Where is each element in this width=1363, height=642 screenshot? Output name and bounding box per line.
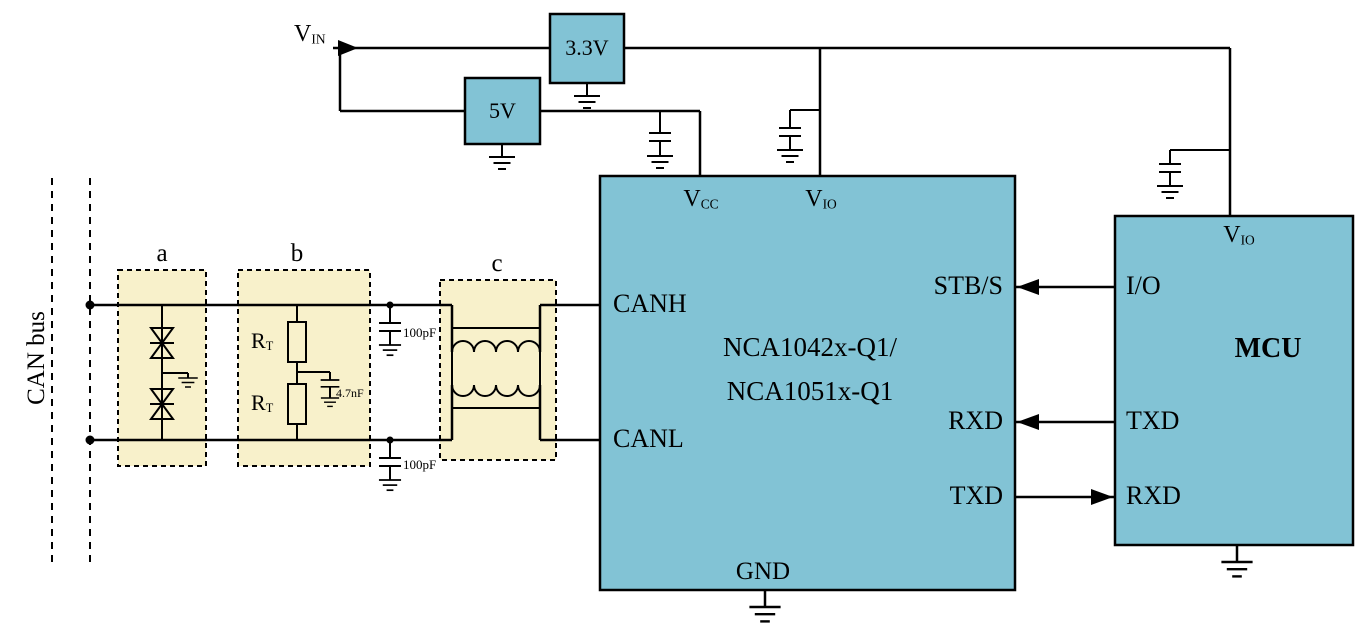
transceiver-pin-canh: CANH xyxy=(613,289,687,318)
rt2-sub: T xyxy=(265,401,274,416)
vin-label: VIN xyxy=(294,21,326,48)
transceiver-pin-vcc: VCC xyxy=(683,186,718,213)
block-b-label: b xyxy=(290,240,304,267)
resistor-rt1-label: RT xyxy=(251,328,274,354)
mcu-pin-vio: VIO xyxy=(1223,222,1255,249)
regulator-3v3-box xyxy=(548,12,626,85)
transceiver-pin-vio: VIO xyxy=(805,186,837,213)
mcu-pin-txd: TXD xyxy=(1126,406,1180,435)
mcu-ground xyxy=(1220,545,1254,578)
ground-symbol xyxy=(378,479,402,492)
ground-symbol xyxy=(378,344,402,357)
transceiver-pin-canl: CANL xyxy=(613,424,684,453)
vcc-decoupling-capacitor xyxy=(646,111,674,169)
ground-symbol xyxy=(573,95,601,109)
ic-vio-sub: IO xyxy=(822,196,837,212)
transceiver-box xyxy=(598,174,1017,592)
ground-symbol xyxy=(776,149,804,163)
mcu-decoupling-capacitor xyxy=(1156,149,1230,199)
choke-winding-bottom xyxy=(451,384,541,397)
rt1-main: R xyxy=(251,328,266,353)
ground-symbol xyxy=(646,155,674,169)
transceiver-pin-gnd: GND xyxy=(735,558,791,585)
arrow-left xyxy=(1017,414,1039,430)
ground-symbol xyxy=(1220,560,1254,578)
can-bus-label: CAN bus xyxy=(23,311,50,405)
block-c-box xyxy=(439,279,557,461)
block-a-label: a xyxy=(156,240,168,267)
power-rail-wires xyxy=(333,40,1232,216)
tvs-diode-bottom xyxy=(149,388,175,420)
regulator-3v3-ground xyxy=(573,83,601,109)
vin-main: V xyxy=(294,21,312,47)
mcu-box xyxy=(1113,214,1355,547)
ground-symbol xyxy=(488,156,516,170)
vin-arrow xyxy=(338,40,358,56)
transceiver-pin-txd: TXD xyxy=(949,481,1003,510)
canh-cap-value: 100pF xyxy=(403,325,437,340)
txd-signal-wire xyxy=(1015,489,1115,505)
transceiver-pin-stb: STB/S xyxy=(933,271,1003,300)
stb-signal-wire xyxy=(1015,279,1115,295)
canl-filter-capacitor xyxy=(378,436,402,492)
canl-cap-value: 100pF xyxy=(403,457,437,472)
vin-sub: IN xyxy=(311,31,326,47)
resistor-rt2-symbol xyxy=(287,383,307,425)
mcu-vio-main: V xyxy=(1223,222,1241,248)
resistor-rt1-symbol xyxy=(287,321,307,363)
arrow-right xyxy=(1091,489,1113,505)
junction-dot xyxy=(85,435,95,445)
tvs-diode-top xyxy=(149,327,175,359)
tvs-diode-network xyxy=(149,305,199,440)
split-cap-value: 4.7nF xyxy=(336,386,364,400)
ic-vio-main: V xyxy=(805,186,823,212)
junction-dot xyxy=(85,300,95,310)
mcu-vio-sub: IO xyxy=(1240,232,1255,248)
regulator-5v-label: 5V xyxy=(489,97,516,123)
transceiver-name-line1: NCA1042x-Q1/ xyxy=(723,332,897,362)
vio-decoupling-capacitor xyxy=(776,109,820,163)
ground-symbol xyxy=(748,605,782,623)
vcc-sub: CC xyxy=(700,196,719,212)
regulator-5v-box xyxy=(463,76,542,146)
termination-network xyxy=(287,305,341,440)
vcc-main: V xyxy=(683,186,701,212)
common-mode-choke xyxy=(450,305,542,440)
regulator-5v-ground xyxy=(488,144,516,170)
arrow-left xyxy=(1017,279,1039,295)
regulator-3v3-label: 3.3V xyxy=(565,35,609,61)
mcu-pin-rxd: RXD xyxy=(1126,481,1181,510)
choke-outline xyxy=(451,327,541,409)
ground-symbol xyxy=(1156,185,1184,199)
transceiver-pin-rxd: RXD xyxy=(948,406,1003,435)
transceiver-name-line2: NCA1051x-Q1 xyxy=(726,376,894,406)
transceiver-ground xyxy=(748,590,782,623)
mcu-name: MCU xyxy=(1234,333,1302,364)
can-bus-lines xyxy=(51,178,91,562)
resistor-rt2-label: RT xyxy=(251,390,274,416)
rt2-main: R xyxy=(251,390,266,415)
canh-filter-capacitor xyxy=(378,301,402,357)
block-c-label: c xyxy=(491,250,503,277)
rxd-signal-wire xyxy=(1015,414,1115,430)
mcu-pin-io: I/O xyxy=(1126,271,1161,300)
block-b-box xyxy=(237,269,371,467)
rt1-sub: T xyxy=(265,339,274,354)
choke-winding-top xyxy=(451,340,541,353)
